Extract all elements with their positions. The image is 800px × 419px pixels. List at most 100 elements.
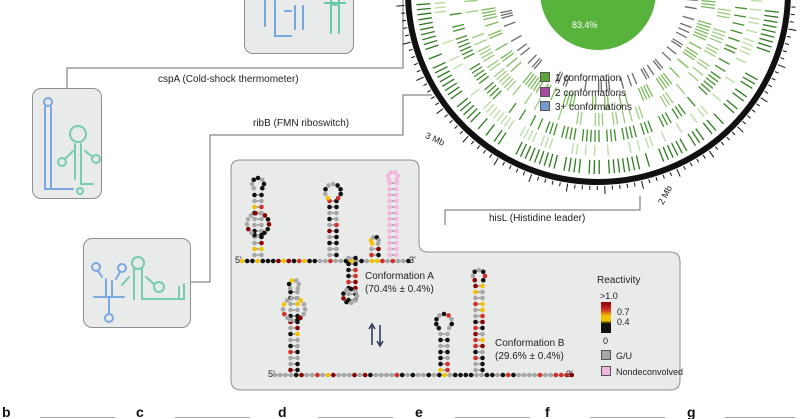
nucleotide bbox=[447, 372, 453, 378]
genome-stripe bbox=[544, 136, 550, 148]
genome-stripe bbox=[562, 91, 568, 105]
genome-stripe bbox=[677, 103, 686, 115]
genome-stripe bbox=[626, 74, 633, 87]
genome-stripe bbox=[647, 120, 653, 133]
genome-stripe bbox=[579, 111, 583, 125]
nucleotide bbox=[261, 181, 267, 187]
nucleotide bbox=[334, 234, 339, 240]
genome-stripe bbox=[549, 122, 555, 135]
genome-stripe bbox=[680, 22, 692, 29]
genome-stripe bbox=[486, 103, 495, 113]
nucleotide bbox=[388, 170, 394, 175]
genome-stripe bbox=[642, 67, 650, 79]
genome-stripe bbox=[508, 102, 517, 114]
nucleotide bbox=[473, 307, 478, 313]
nucleotide bbox=[281, 302, 287, 307]
nucleotide bbox=[359, 258, 364, 264]
nucleotide bbox=[446, 325, 452, 331]
nucleotide bbox=[259, 246, 264, 252]
genome-stripe bbox=[481, 7, 496, 11]
nucleotide bbox=[394, 198, 399, 204]
genome-stripe bbox=[510, 34, 522, 42]
gu-swatch bbox=[601, 350, 611, 360]
genome-stripe bbox=[695, 128, 705, 141]
genome-stripe bbox=[461, 49, 473, 56]
genome-stripe bbox=[645, 83, 654, 97]
nucleotide bbox=[315, 372, 320, 378]
nucleotide bbox=[335, 195, 341, 201]
nucleotide bbox=[312, 258, 318, 264]
genome-stripe bbox=[465, 9, 479, 14]
genome-stripe bbox=[531, 57, 541, 68]
nucleotide bbox=[421, 372, 426, 378]
nucleotide bbox=[369, 258, 375, 264]
genome-stripe bbox=[631, 72, 638, 85]
genome-stripe bbox=[489, 106, 498, 116]
nucleotide bbox=[338, 186, 343, 192]
nucleotide bbox=[334, 246, 339, 252]
genome-stripe bbox=[703, 49, 716, 58]
nucleotide bbox=[252, 192, 257, 198]
genome-stripe bbox=[710, 34, 724, 41]
genome-stripe bbox=[708, 74, 719, 83]
panel-letter-d: d bbox=[278, 404, 287, 419]
genome-stripe bbox=[524, 73, 535, 86]
genome-stripe bbox=[759, 37, 774, 43]
genome-stripe bbox=[476, 72, 487, 81]
cspa-structure-card bbox=[32, 88, 102, 199]
genome-stripe bbox=[524, 145, 532, 160]
genome-stripe bbox=[533, 98, 542, 111]
genome-stripe bbox=[744, 72, 758, 81]
genome-stripe bbox=[606, 129, 609, 142]
nucleotide bbox=[248, 213, 254, 218]
genome-stripe bbox=[666, 46, 677, 55]
genome-stripe bbox=[496, 70, 507, 81]
nucleotide bbox=[480, 269, 486, 275]
reactivity-gradient-bar bbox=[601, 302, 611, 333]
genome-stripe bbox=[603, 95, 607, 110]
nucleotide bbox=[473, 355, 478, 361]
genome-stripe bbox=[436, 70, 450, 79]
nucleotide bbox=[473, 313, 478, 319]
genome-stripe bbox=[485, 123, 496, 136]
nucleotide bbox=[480, 349, 485, 355]
genome-tick bbox=[742, 120, 746, 125]
nucleotide bbox=[474, 372, 479, 378]
genome-tick bbox=[696, 158, 700, 163]
genome-tick bbox=[402, 19, 407, 22]
genome-stripe bbox=[662, 146, 670, 161]
genome-stripe bbox=[557, 72, 564, 84]
nucleotide bbox=[299, 372, 304, 378]
nucleotide bbox=[387, 210, 392, 216]
nucleotide bbox=[394, 234, 399, 240]
genome-stripe bbox=[730, 29, 743, 34]
nucleotide bbox=[288, 325, 293, 331]
genome-stripe bbox=[763, 19, 778, 23]
genome-stripe bbox=[418, 21, 433, 26]
nucleotide bbox=[252, 222, 257, 228]
legend-label-1: 1 conformation bbox=[555, 73, 622, 84]
nucleotide bbox=[480, 277, 486, 283]
genome-stripe bbox=[458, 42, 470, 48]
genome-stripe bbox=[659, 95, 668, 108]
reactivity-nondeconvolved: Nondeconvolved bbox=[601, 366, 683, 377]
nucleotide bbox=[445, 331, 450, 337]
genome-tick bbox=[708, 150, 715, 158]
genome-tick bbox=[408, 48, 413, 52]
nucleotide bbox=[537, 372, 543, 378]
nucleotide bbox=[330, 181, 336, 187]
nucleotide bbox=[445, 361, 450, 367]
nucleotide bbox=[253, 210, 258, 216]
nucleotide bbox=[387, 240, 392, 246]
genome-stripe bbox=[416, 7, 431, 11]
genome-stripe bbox=[658, 148, 665, 162]
nucleotide bbox=[294, 295, 299, 301]
genome-stripe bbox=[670, 40, 682, 48]
nucleotide bbox=[341, 296, 346, 301]
genome-stripe bbox=[482, 100, 492, 110]
nucleotide bbox=[291, 258, 297, 264]
nucleotide bbox=[476, 267, 482, 273]
genome-stripe bbox=[686, 96, 696, 107]
